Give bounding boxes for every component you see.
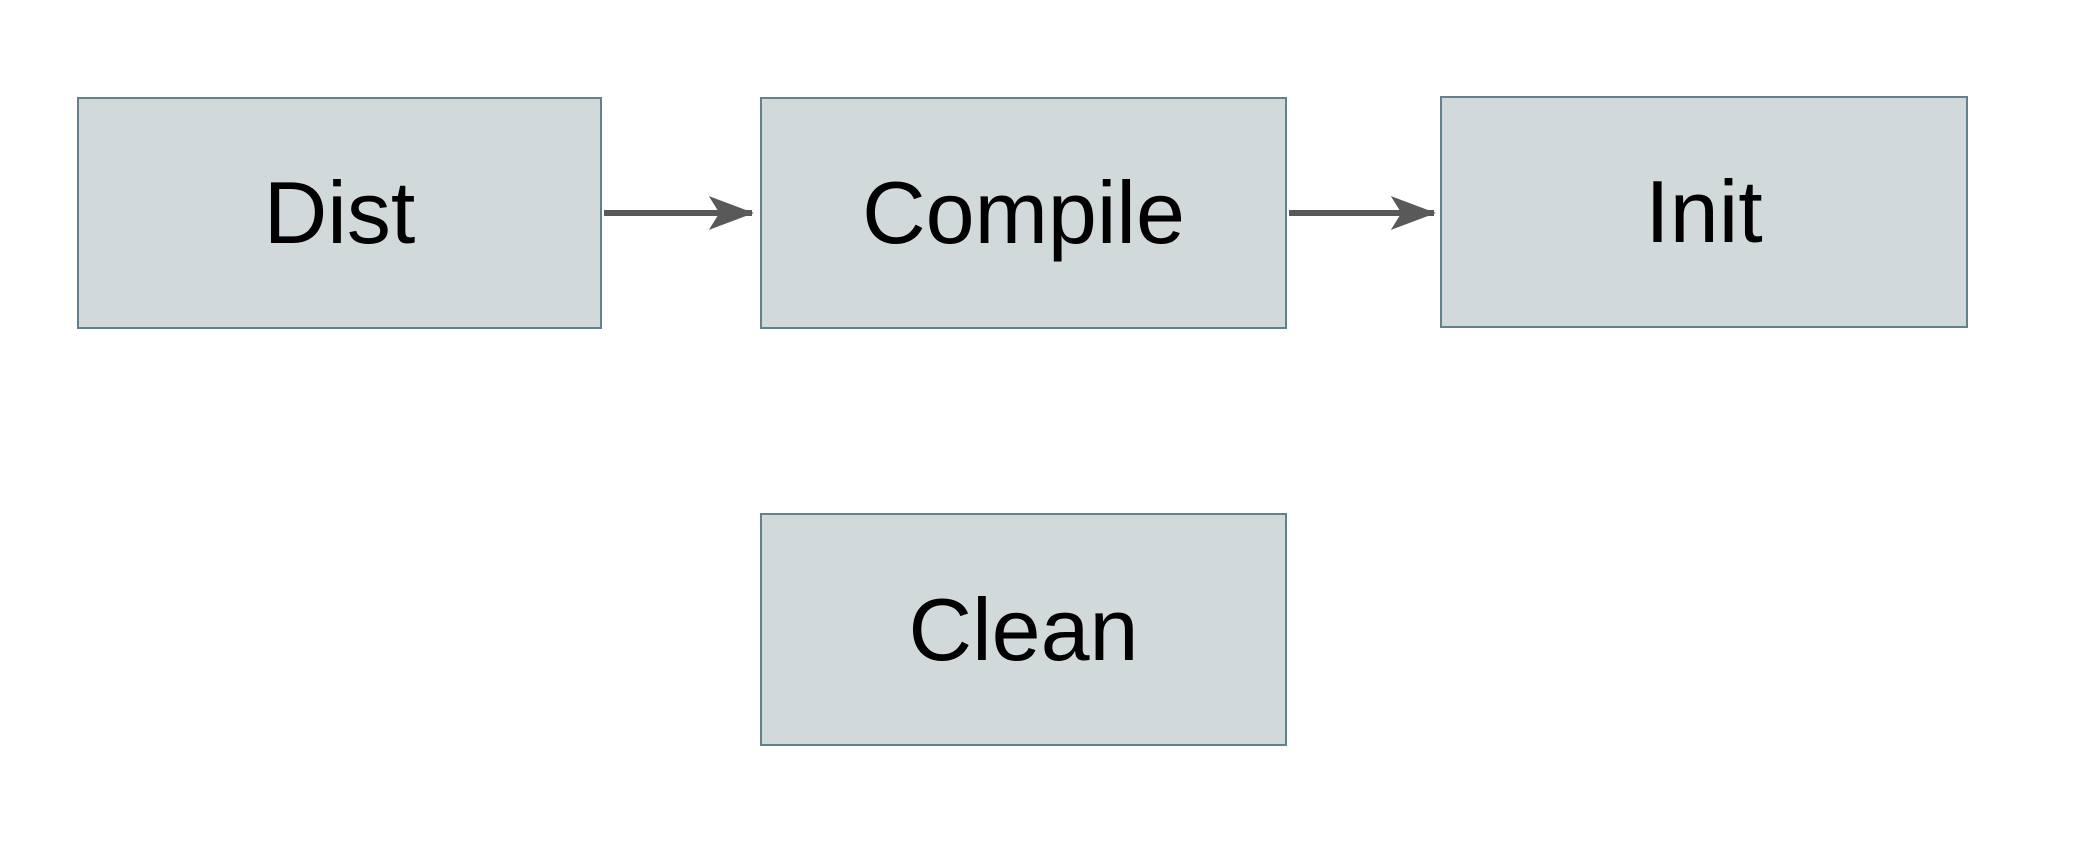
node-dist-label: Dist: [263, 163, 416, 262]
node-dist: Dist: [77, 97, 602, 329]
node-init: Init: [1440, 96, 1968, 328]
node-clean: Clean: [760, 513, 1287, 746]
node-clean-label: Clean: [908, 579, 1139, 679]
node-compile-label: Compile: [862, 163, 1185, 262]
node-init-label: Init: [1645, 162, 1763, 261]
node-compile: Compile: [760, 97, 1287, 329]
